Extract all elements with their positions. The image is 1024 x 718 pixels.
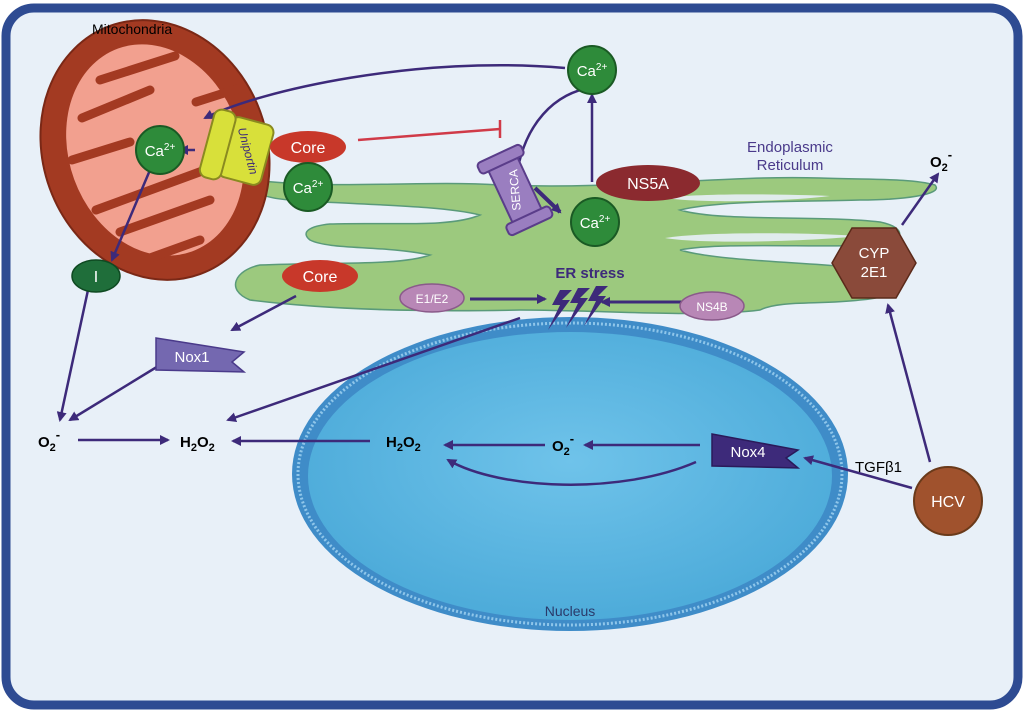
svg-text:O2-: O2- — [552, 431, 574, 458]
svg-text:Ca2+: Ca2+ — [580, 214, 611, 232]
uniportin-channel: Uniportin — [198, 108, 275, 186]
core-protein-2: Core — [282, 260, 358, 292]
ns5a-label: NS5A — [627, 176, 669, 193]
h2o2-left: H2O2 — [180, 434, 215, 454]
svg-text:O2-: O2- — [930, 147, 952, 174]
er-label-2: Reticulum — [757, 157, 824, 174]
nox4-label: Nox4 — [730, 444, 765, 461]
serca-pump: SERCA — [476, 143, 554, 237]
svg-text:Ca2+: Ca2+ — [293, 179, 324, 197]
mitochondria-label: Mitochondria — [92, 21, 172, 37]
calcium-ion-uniportin: Ca2+ — [283, 162, 333, 212]
svg-text:H2O2: H2O2 — [386, 434, 421, 454]
svg-text:O2-: O2- — [38, 427, 60, 454]
nox1-enzyme: Nox1 — [155, 337, 247, 373]
calcium-ion-er: Ca2+ — [570, 197, 620, 247]
superoxide-er: O2- — [930, 147, 952, 174]
svg-text:Ca2+: Ca2+ — [577, 62, 608, 80]
svg-text:Ca2+: Ca2+ — [145, 142, 176, 160]
core-label-2: Core — [303, 269, 338, 286]
superoxide-nucleus: O2- — [552, 431, 574, 458]
hcv-virus: HCV — [913, 466, 983, 536]
ns4b-protein: NS4B — [679, 291, 745, 321]
e1e2-protein: E1/E2 — [399, 283, 465, 313]
nucleus — [292, 317, 848, 631]
hcv-label: HCV — [931, 494, 965, 511]
tgf-label: TGFβ1 — [855, 459, 902, 476]
er-stress-label: ER stress — [555, 265, 624, 282]
cyp-label-2: 2E1 — [861, 264, 888, 281]
ns5a-protein: NS5A — [596, 165, 700, 201]
complex-i-label: I — [94, 269, 98, 286]
endoplasmic-reticulum — [234, 176, 938, 315]
superoxide-left: O2- — [38, 427, 60, 454]
ns4b-label: NS4B — [696, 300, 727, 314]
er-lumen — [665, 194, 860, 242]
lightning-icons — [548, 286, 608, 330]
cyp2e1-enzyme: CYP 2E1 — [831, 227, 917, 299]
cyp-label-1: CYP — [859, 245, 890, 262]
e1e2-label: E1/E2 — [416, 292, 449, 306]
calcium-ion-top: Ca2+ — [567, 45, 617, 95]
core-label-1: Core — [291, 140, 326, 157]
core-protein-1: Core — [270, 131, 346, 163]
h2o2-nucleus: H2O2 — [386, 434, 421, 454]
nox4-enzyme: Nox4 — [711, 433, 801, 469]
nucleus-label: Nucleus — [545, 603, 596, 619]
er-label-1: Endoplasmic — [747, 139, 833, 156]
inhibition-line — [357, 120, 502, 142]
serca-label: SERCA — [506, 169, 524, 211]
nox1-label: Nox1 — [174, 349, 209, 366]
calcium-ion-mito: Ca2+ — [135, 125, 185, 175]
svg-text:H2O2: H2O2 — [180, 434, 215, 454]
complex-i: I — [71, 259, 121, 293]
